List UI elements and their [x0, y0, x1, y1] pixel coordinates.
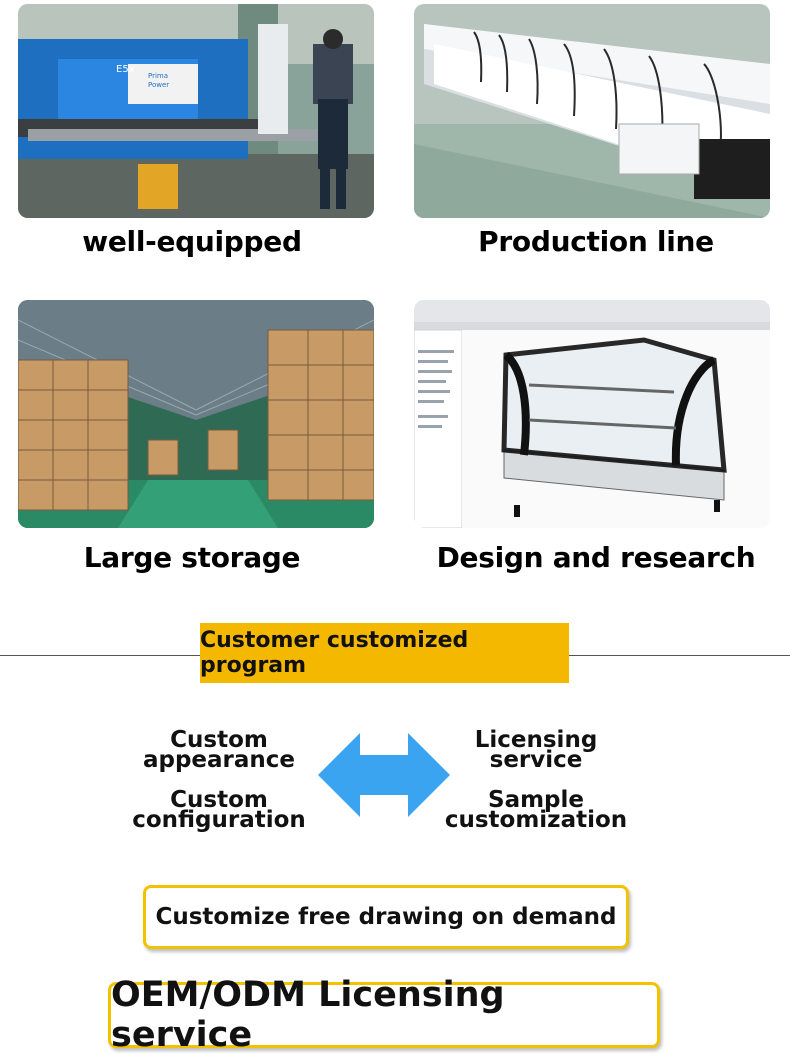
caption-well-equipped: well-equipped	[82, 225, 302, 258]
double-arrow-icon	[318, 733, 450, 817]
oem-odm-licensing-cta[interactable]: OEM/ODM Licensing service	[108, 975, 660, 1055]
service-line: Sample	[488, 787, 584, 813]
cad-design-photo	[414, 300, 770, 528]
free-drawing-cta[interactable]: Customize free drawing on demand	[143, 885, 629, 949]
service-line: Licensing	[474, 727, 598, 753]
caption-design-research: Design and research	[436, 541, 756, 574]
service-line: Custom	[170, 727, 268, 753]
service-custom-appearance: Custom appearance	[99, 727, 339, 773]
service-line: configuration	[132, 807, 306, 833]
service-line: appearance	[142, 747, 296, 773]
machine-model-label: E5x	[116, 64, 135, 75]
caption-production-line: Production line	[478, 225, 714, 258]
machine-brand-line2: Power	[148, 81, 169, 89]
caption-large-storage: Large storage	[83, 541, 301, 574]
factory-photo: E5x Prima Power	[18, 4, 374, 218]
service-line: service	[489, 747, 583, 773]
service-licensing: Licensing service	[416, 727, 656, 773]
service-line: Custom	[170, 787, 268, 813]
service-custom-configuration: Custom configuration	[99, 787, 339, 833]
customized-program-banner: Customer customized program	[200, 623, 569, 683]
service-line: customization	[444, 807, 628, 833]
machine-brand-line1: Prima	[148, 72, 168, 80]
service-sample-customization: Sample customization	[416, 787, 656, 833]
production-line-photo	[414, 4, 770, 218]
warehouse-photo	[18, 300, 374, 528]
